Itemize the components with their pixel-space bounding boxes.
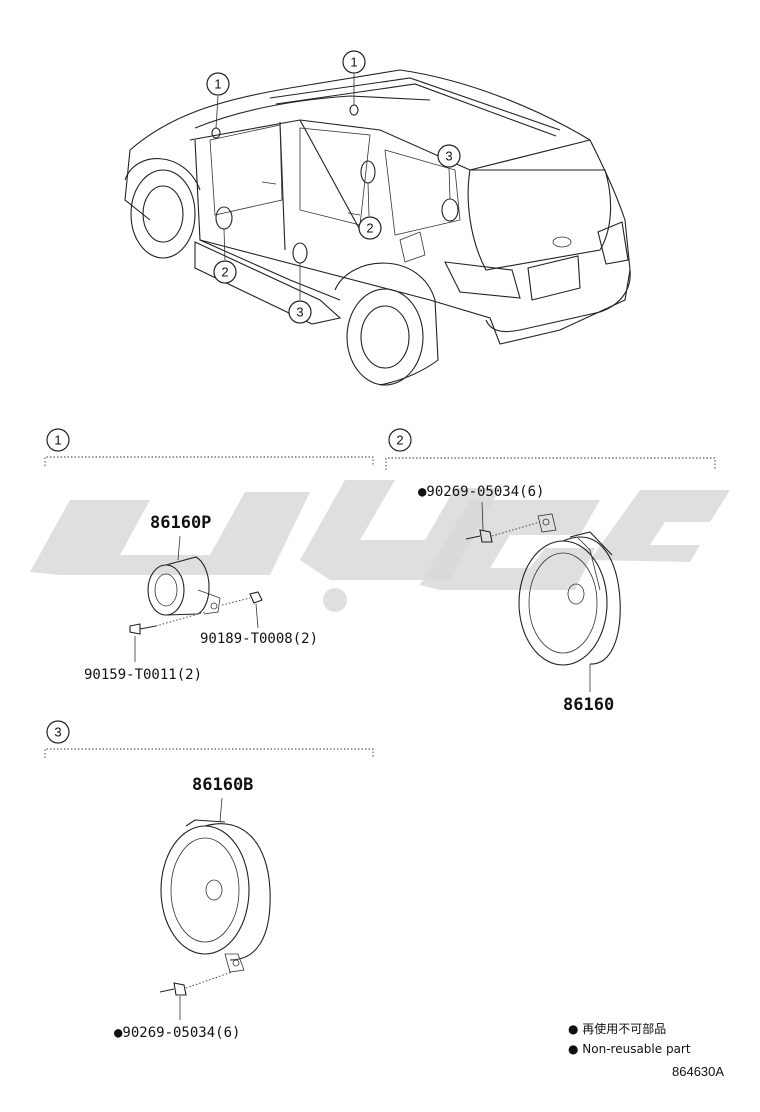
screw-icon [159, 971, 233, 996]
callout-1-front: 1 [206, 72, 230, 96]
part-90189-T0008: 90189-T0008(2) [200, 631, 318, 647]
svg-text:3: 3 [296, 305, 303, 320]
callout-2-front-door: 2 [213, 260, 237, 284]
nut-icon [221, 591, 263, 606]
svg-text:1: 1 [214, 77, 221, 92]
section-1: 1 86160P 90159-T0011(2) 90189-T0008(2) [44, 428, 374, 683]
screw-icon [129, 611, 206, 635]
tweeter-speaker-icon [147, 556, 221, 616]
callout-2-rear-door: 2 [358, 216, 382, 240]
section-3-number: 3 [54, 725, 61, 740]
figure-code: 864630A [672, 1064, 724, 1079]
svg-text:2: 2 [221, 265, 228, 280]
svg-text:1: 1 [350, 55, 357, 70]
part-90269-05034-section2: ●90269-05034(6) [418, 484, 544, 500]
door-speaker-icon [160, 819, 271, 973]
svg-text:3: 3 [445, 149, 452, 164]
callout-1-roof: 1 [342, 50, 366, 74]
legend: ● 再使用不可部品 ● Non-reusable part [568, 1021, 691, 1056]
svg-text:2: 2 [366, 221, 373, 236]
legend-japanese: ● 再使用不可部品 [568, 1021, 666, 1036]
section-2: 2 ●90269-05034(6) 86160 [385, 428, 716, 715]
part-86160P: 86160P [150, 513, 211, 533]
door-speaker-icon [518, 513, 621, 666]
part-86160: 86160 [563, 695, 614, 715]
part-90159-T0011: 90159-T0011(2) [84, 667, 202, 683]
callout-3-rear: 3 [437, 144, 461, 168]
section-1-number: 1 [54, 433, 61, 448]
section-3: 3 86160B ●90269-05034(6) [44, 720, 374, 1041]
section-2-number: 2 [396, 433, 403, 448]
callout-3-side: 3 [288, 300, 312, 324]
part-90269-05034-section3: ●90269-05034(6) [114, 1025, 240, 1041]
watermark-logo [30, 480, 730, 612]
legend-english: ● Non-reusable part [568, 1042, 691, 1056]
vehicle-illustration [124, 69, 631, 386]
part-86160B: 86160B [192, 775, 253, 795]
screw-icon [465, 521, 541, 543]
